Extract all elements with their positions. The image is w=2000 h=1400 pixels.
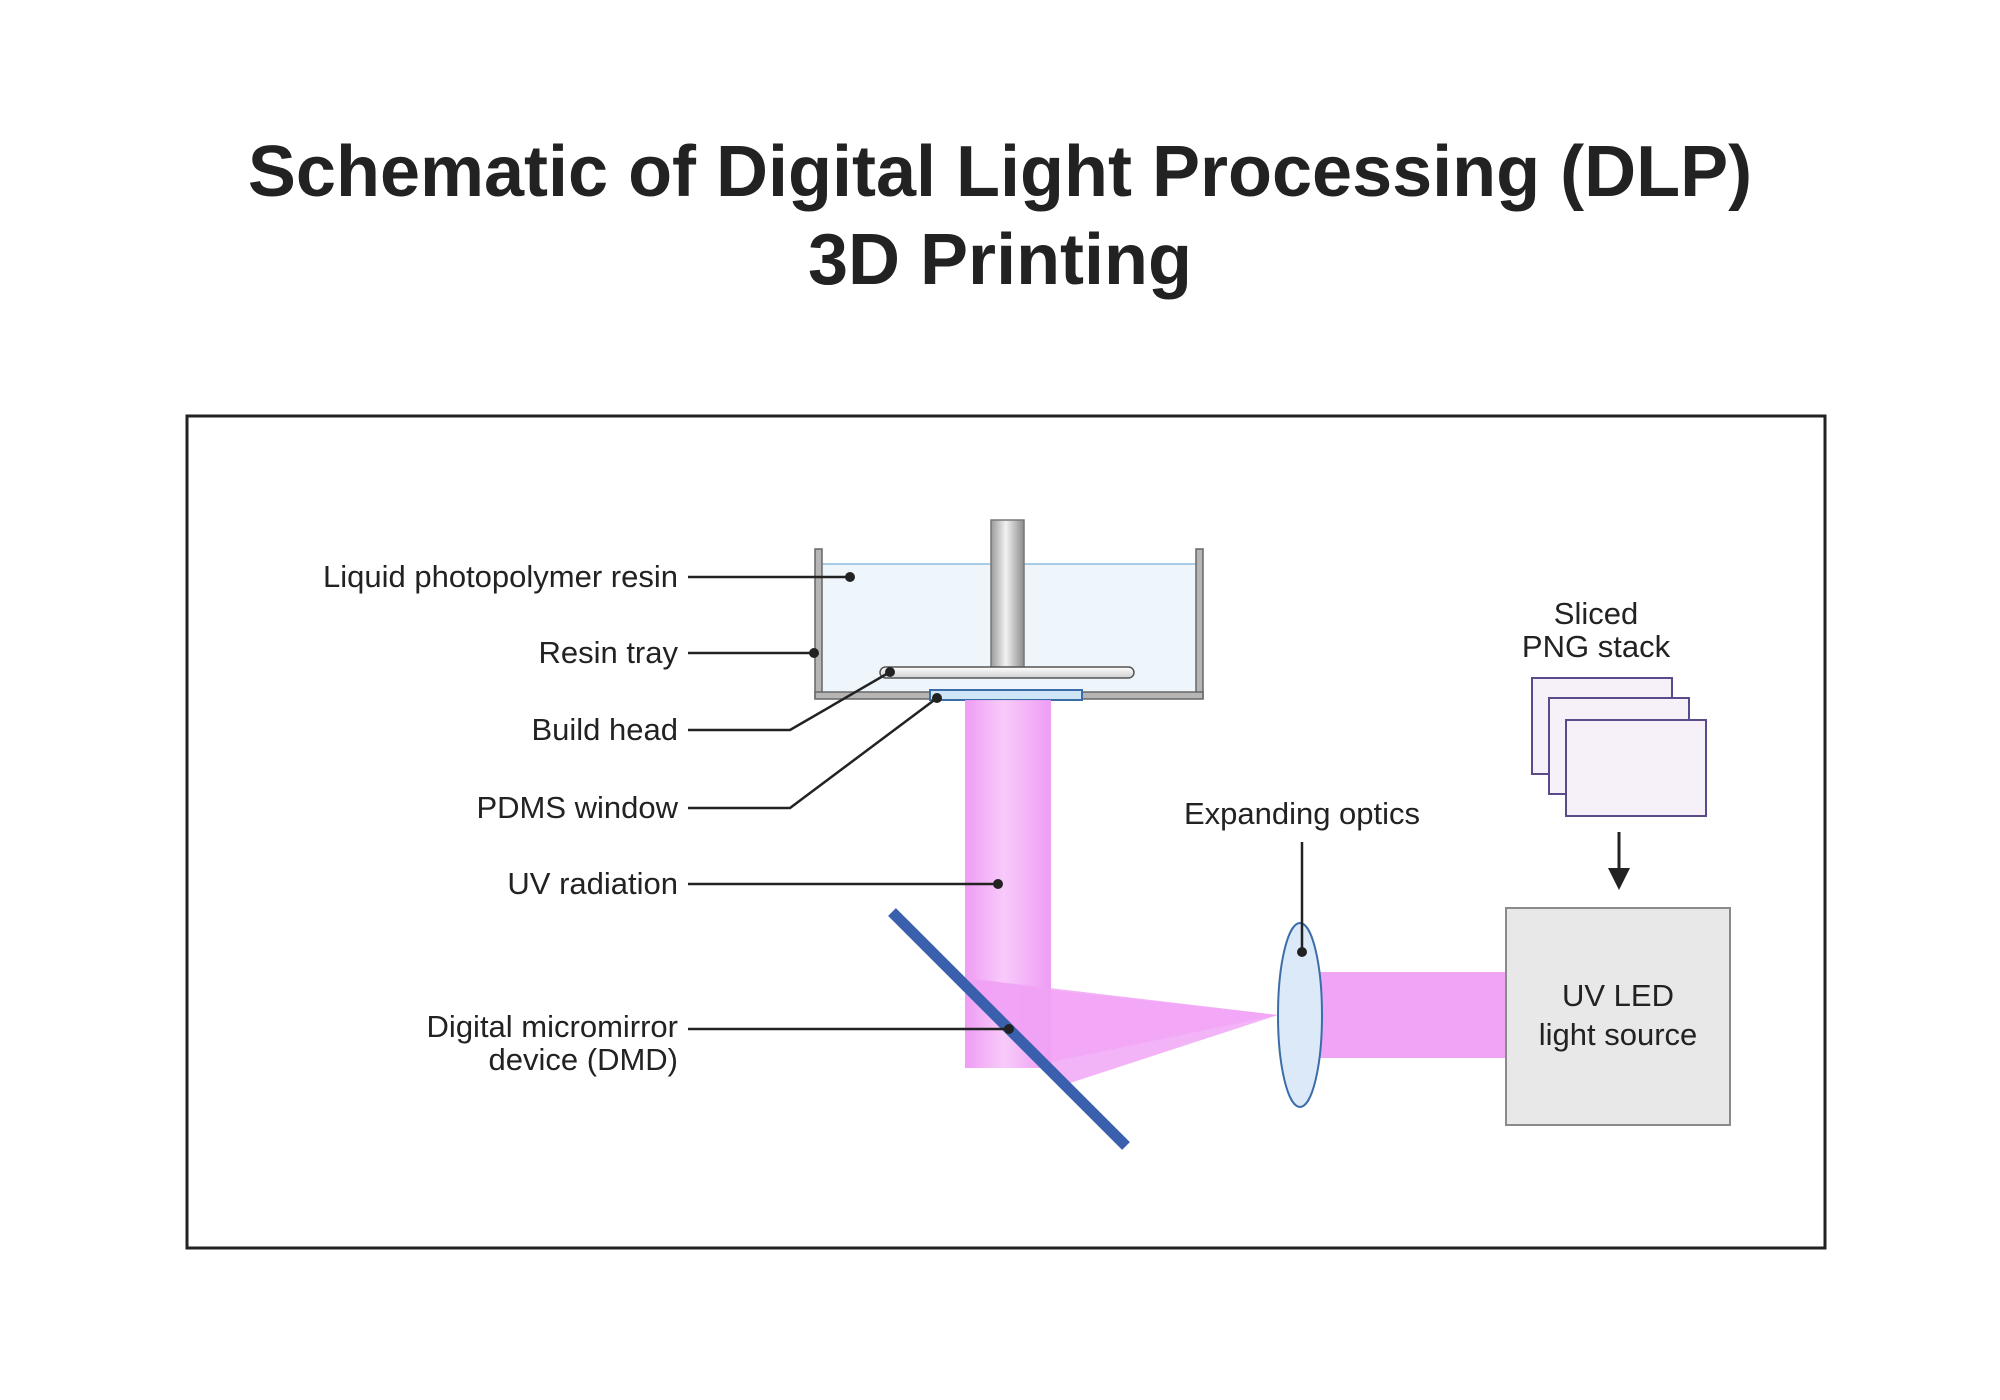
tray-left-wall — [814, 548, 823, 699]
png-stack — [1531, 677, 1707, 817]
build-head-plate — [879, 666, 1135, 679]
label-tray: Resin tray — [538, 635, 678, 670]
pdms-window — [929, 689, 1083, 701]
page-title: Schematic of Digital Light Processing (D… — [0, 128, 2000, 304]
expanding-lens — [1277, 922, 1323, 1108]
uv-led-label-line-2: light source — [1539, 1017, 1698, 1052]
png-stack-label-line-2: PNG stack — [1522, 629, 1671, 664]
uv-beam — [965, 700, 1506, 1083]
png-stack-label-line-1: Sliced — [1554, 596, 1638, 631]
leader-build-head — [688, 670, 891, 732]
label-uv-radiation: UV radiation — [507, 866, 678, 901]
uv-led-label-line-1: UV LED — [1562, 978, 1674, 1013]
title-line-1: Schematic of Digital Light Processing (D… — [247, 132, 1753, 212]
png-sheet-front — [1565, 719, 1707, 817]
label-pdms: PDMS window — [476, 790, 678, 825]
label-optics: Expanding optics — [1184, 796, 1420, 831]
title-line-2: 3D Printing — [807, 220, 1192, 300]
callout-dots — [809, 572, 1307, 1034]
uv-beam-fan — [965, 978, 1278, 1083]
build-head-rod — [990, 519, 1025, 671]
label-resin: Liquid photopolymer resin — [323, 559, 678, 594]
label-dmd-line-2: device (DMD) — [489, 1042, 678, 1077]
diagram-frame — [185, 414, 1827, 1250]
tray-right-wall — [1195, 548, 1204, 699]
label-dmd-line-1: Digital micromirror — [427, 1009, 678, 1044]
uv-beam-horizontal — [1320, 972, 1506, 1058]
down-arrow-icon — [1608, 832, 1630, 890]
leader-pdms — [688, 696, 938, 810]
callout-lines — [688, 575, 1304, 1031]
uv-led-box — [1505, 907, 1731, 1126]
label-build-head: Build head — [531, 712, 678, 747]
